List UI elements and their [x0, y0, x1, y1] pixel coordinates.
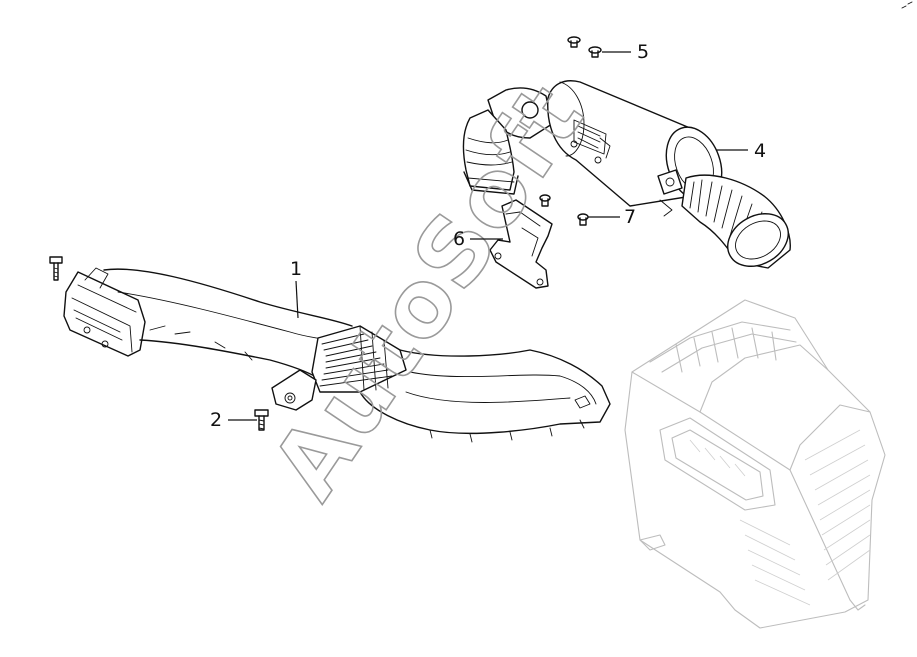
callout-7: 7 [588, 206, 636, 228]
bolts-part-7 [539, 194, 589, 226]
callout-label-2: 2 [210, 409, 222, 431]
screws-part-5 [567, 36, 602, 58]
watermark-text: AutoSoft [252, 65, 605, 517]
callout-6: 6 [453, 228, 503, 250]
air-flow-meter-part-4 [462, 80, 791, 269]
callout-label-7: 7 [624, 206, 636, 228]
callout-4: 4 [716, 140, 766, 162]
watermark: AutoSoft [251, 64, 606, 518]
callout-label-5: 5 [637, 41, 649, 63]
callout-2: 2 [210, 409, 257, 431]
callout-1: 1 [290, 258, 302, 319]
air-cleaner-housing-ghost [624, 299, 886, 629]
bolt-inlet [49, 256, 63, 281]
bolt-part-2 [254, 409, 269, 431]
bracket-part-6 [489, 199, 553, 289]
corner-mark [901, 1, 913, 9]
air-intake-duct-part-1 [63, 267, 611, 443]
callout-label-6: 6 [453, 228, 465, 250]
callout-label-4: 4 [754, 140, 766, 162]
callout-5: 5 [602, 41, 649, 63]
callout-label-1: 1 [290, 258, 302, 280]
